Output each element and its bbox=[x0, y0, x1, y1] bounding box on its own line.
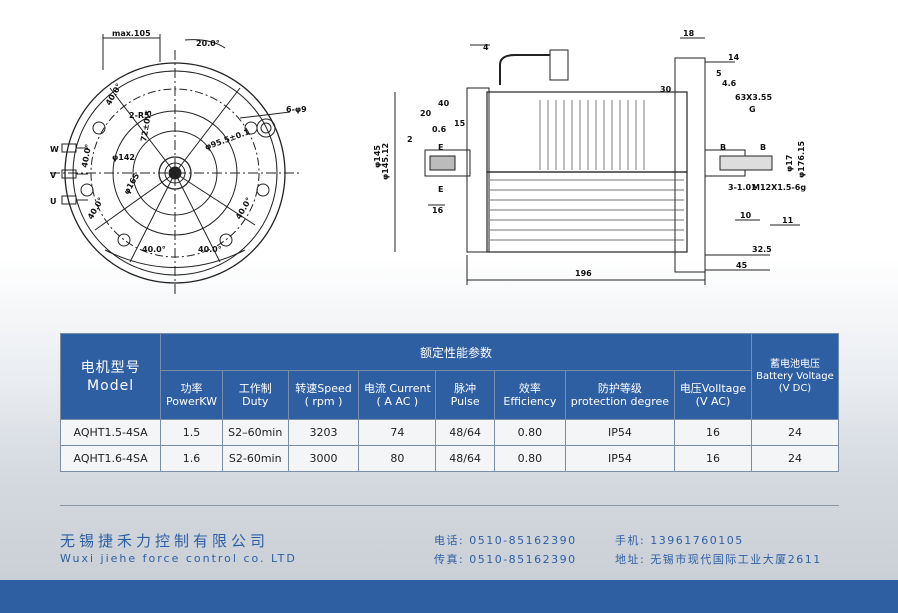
svg-text:11: 11 bbox=[782, 216, 794, 225]
svg-text:15: 15 bbox=[454, 119, 466, 128]
svg-text:M12X1.5-6g: M12X1.5-6g bbox=[752, 183, 806, 192]
svg-text:φ145.12: φ145.12 bbox=[381, 143, 390, 180]
svg-text:10: 10 bbox=[740, 211, 752, 220]
svg-text:6-φ9: 6-φ9 bbox=[286, 105, 307, 114]
svg-text:G: G bbox=[749, 105, 756, 114]
cell-speed: 3000 bbox=[287, 445, 360, 472]
table-row: AQHT1.6-4SA 1.6 S2-60min 3000 80 48/64 0… bbox=[59, 445, 840, 472]
svg-text:E: E bbox=[438, 143, 443, 152]
contact-address: 地址: 无锡市现代国际工业大厦2611 bbox=[615, 553, 822, 566]
svg-text:20.0°: 20.0° bbox=[196, 39, 220, 48]
rated-performance-header: 额定性能参数 bbox=[160, 333, 752, 371]
battery-voltage-header: 蓄电池电压 Battery Voltage (V DC) bbox=[750, 333, 840, 420]
svg-text:E: E bbox=[438, 185, 443, 194]
motor-technical-drawing: max.105 20.0° 40.0° 2-R5 72±0.5 φ142 φ16… bbox=[50, 29, 806, 295]
cell-power: 1.5 bbox=[160, 419, 223, 446]
svg-text:20: 20 bbox=[420, 109, 432, 118]
svg-text:0.6: 0.6 bbox=[432, 125, 447, 134]
svg-text:18: 18 bbox=[683, 29, 695, 38]
bottom-brand-bar bbox=[0, 580, 898, 613]
svg-text:φ142: φ142 bbox=[112, 153, 135, 162]
cell-speed: 3203 bbox=[287, 419, 360, 446]
cell-efficiency: 0.80 bbox=[493, 445, 566, 472]
svg-text:40.0°: 40.0° bbox=[104, 82, 124, 107]
cell-protection: IP54 bbox=[564, 445, 676, 472]
cell-efficiency: 0.80 bbox=[493, 419, 566, 446]
cell-battery-voltage: 24 bbox=[750, 445, 840, 472]
cell-voltage: 16 bbox=[674, 419, 752, 446]
svg-text:16: 16 bbox=[432, 206, 444, 215]
svg-text:40.0°: 40.0° bbox=[80, 143, 93, 168]
svg-text:φ145: φ145 bbox=[373, 145, 382, 168]
svg-text:14: 14 bbox=[728, 53, 740, 62]
svg-text:32.5: 32.5 bbox=[752, 245, 772, 254]
svg-text:40.0°: 40.0° bbox=[142, 245, 166, 254]
svg-text:5: 5 bbox=[716, 69, 722, 78]
svg-text:4.6: 4.6 bbox=[722, 79, 737, 88]
svg-text:40.0°: 40.0° bbox=[86, 196, 106, 221]
col-header-current: 电流 Current( A AC ) bbox=[358, 370, 437, 420]
contact-fax: 传真: 0510-85162390 bbox=[434, 553, 577, 566]
footer-divider bbox=[60, 505, 839, 506]
svg-text:φ165: φ165 bbox=[122, 171, 141, 196]
cell-current: 74 bbox=[358, 419, 437, 446]
cell-protection: IP54 bbox=[564, 419, 676, 446]
cell-duty: S2-60min bbox=[221, 445, 289, 472]
company-name-cn: 无锡捷禾力控制有限公司 bbox=[60, 532, 270, 550]
svg-text:B: B bbox=[760, 143, 766, 152]
svg-text:196: 196 bbox=[575, 269, 592, 278]
side-view bbox=[394, 37, 800, 285]
cell-battery-voltage: 24 bbox=[750, 419, 840, 446]
svg-text:φ176.15: φ176.15 bbox=[797, 140, 806, 178]
front-view bbox=[50, 34, 300, 295]
company-name-en: Wuxi jiehe force control co. LTD bbox=[60, 552, 297, 565]
contact-mobile: 手机: 13961760105 bbox=[615, 534, 744, 547]
svg-text:40: 40 bbox=[438, 99, 450, 108]
svg-text:φ95.5±0.1: φ95.5±0.1 bbox=[204, 127, 252, 152]
cell-pulse: 48/64 bbox=[435, 419, 495, 446]
cell-model: AQHT1.5-4SA bbox=[59, 419, 162, 446]
cell-duty: S2–60min bbox=[221, 419, 289, 446]
svg-text:3-1.01: 3-1.01 bbox=[728, 183, 757, 192]
svg-text:63X3.55: 63X3.55 bbox=[735, 93, 772, 102]
col-header-voltage: 电压Volltage(V AC) bbox=[674, 370, 752, 420]
terminal-u-label: U bbox=[50, 197, 57, 206]
svg-text:40.0°: 40.0° bbox=[198, 245, 222, 254]
cell-power: 1.6 bbox=[160, 445, 223, 472]
svg-text:30: 30 bbox=[660, 85, 672, 94]
side-view-labels: 4 18 14 5 4.6 63X3.55 G 30 40 20 0.6 15 … bbox=[373, 29, 806, 278]
terminal-w-label: W bbox=[50, 145, 59, 154]
svg-text:2: 2 bbox=[407, 135, 413, 144]
contact-tel: 电话: 0510-85162390 bbox=[434, 534, 577, 547]
model-header: 电机型号 Model bbox=[59, 333, 162, 420]
svg-text:B: B bbox=[720, 143, 726, 152]
cell-voltage: 16 bbox=[674, 445, 752, 472]
cell-model: AQHT1.6-4SA bbox=[59, 445, 162, 472]
svg-text:45: 45 bbox=[736, 261, 748, 270]
svg-text:4: 4 bbox=[483, 43, 489, 52]
spec-table: 电机型号 Model 额定性能参数 蓄电池电压 Battery Voltage … bbox=[59, 333, 840, 472]
col-header-speed: 转速Speed( rpm ) bbox=[287, 370, 360, 420]
cell-current: 80 bbox=[358, 445, 437, 472]
svg-text:max.105: max.105 bbox=[112, 29, 151, 38]
table-row: AQHT1.5-4SA 1.5 S2–60min 3203 74 48/64 0… bbox=[59, 419, 840, 446]
terminal-v-label: V bbox=[50, 171, 57, 180]
cell-pulse: 48/64 bbox=[435, 445, 495, 472]
svg-text:φ17: φ17 bbox=[785, 155, 794, 172]
svg-text:2-R5: 2-R5 bbox=[129, 111, 150, 120]
